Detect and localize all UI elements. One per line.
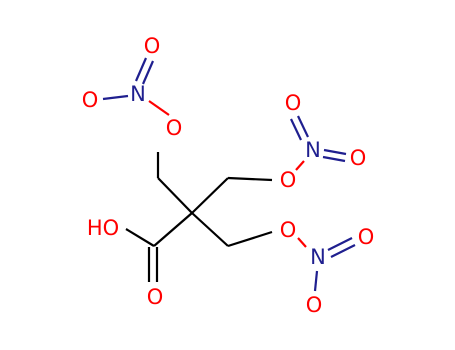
atom-nitro-oxygen-1a: O bbox=[144, 34, 161, 58]
bond-n-o2b-a bbox=[323, 148, 347, 156]
bond-n-o3b bbox=[313, 270, 319, 292]
atom-nitro-oxygen-1b: O bbox=[82, 88, 99, 112]
atom-nitro-nitrogen-2: N bbox=[305, 138, 321, 162]
bond-n-o2a-b bbox=[290, 118, 302, 141]
bond-ch2-o-2 bbox=[227, 176, 273, 182]
bond-c2-carboxyl bbox=[153, 212, 193, 247]
bond-n-o2b-b bbox=[322, 155, 346, 163]
bond-n-o1a-b bbox=[141, 60, 155, 85]
atom-nitro-oxygen-3a: O bbox=[358, 225, 375, 249]
bond-c2-c-top bbox=[157, 177, 193, 214]
atom-nitro-oxygen-2b: O bbox=[350, 146, 367, 170]
bond-n-o1a-a bbox=[134, 57, 148, 82]
atom-ester-oxygen-3: O bbox=[280, 218, 297, 242]
atom-carbonyl-oxygen: O bbox=[147, 285, 164, 309]
atom-nitro-oxygen-3b: O bbox=[306, 293, 323, 317]
bond-c2-c-right bbox=[191, 177, 229, 214]
atom-nitro-nitrogen-3: N bbox=[310, 245, 326, 269]
bond-ch2-o-3 bbox=[227, 230, 273, 248]
bond-c2-c-lower bbox=[191, 212, 229, 247]
bond-o-n-3 bbox=[297, 237, 307, 248]
bond-layer bbox=[102, 57, 356, 292]
bond-o-n-2 bbox=[295, 160, 305, 171]
atom-ester-oxygen-2: O bbox=[280, 168, 297, 192]
atom-nitro-oxygen-2a: O bbox=[285, 91, 302, 115]
bond-carboxyl-oh bbox=[125, 228, 155, 247]
atom-nitro-nitrogen-1: N bbox=[130, 82, 146, 106]
bond-n-o1b bbox=[102, 94, 129, 101]
atom-hydroxyl: HO bbox=[87, 216, 119, 240]
bond-n-o2a-a bbox=[297, 115, 309, 138]
atom-label-layer: HO O O N O O O N O O O N O O bbox=[82, 34, 375, 317]
atom-ester-oxygen-1: O bbox=[166, 116, 183, 140]
bond-n-o3a-a bbox=[327, 237, 353, 251]
bond-o-n-1 bbox=[148, 100, 170, 116]
bond-n-o3a-b bbox=[330, 244, 356, 258]
